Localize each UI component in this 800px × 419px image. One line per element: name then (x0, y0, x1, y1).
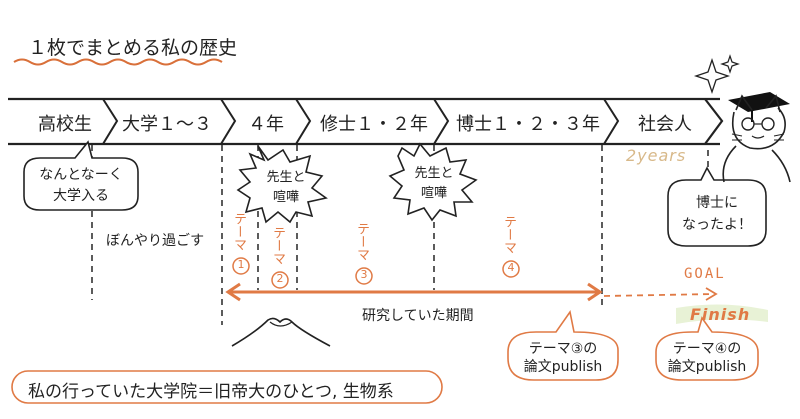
burst2-line1: 先生と (414, 166, 454, 181)
theme-1-label: テーマ (231, 212, 246, 251)
timeline-chevron-5 (603, 98, 620, 145)
research-period-label: 研究していた期間 (362, 308, 474, 324)
publish-bubble-4 (655, 316, 759, 381)
timeline-label-shuushi: 修士１・２年 (320, 114, 428, 135)
mountain-sketch (231, 317, 331, 347)
footer-box (11, 370, 443, 404)
burst-bubble-1 (236, 145, 328, 224)
bubble-nantonaku-line1: なんとなーく (39, 167, 123, 183)
timeline-arrow-head (704, 98, 724, 145)
burst-bubble-2 (388, 142, 478, 222)
speech-bubble-nantonaku (23, 140, 139, 211)
speech-bubble-hakase (667, 166, 767, 247)
theme-2-label: テーマ (270, 226, 285, 265)
finish-label: Finish (690, 305, 751, 324)
theme-1-circle (232, 257, 250, 275)
theme-2-circle (271, 271, 289, 289)
bubble-nantonaku-line2: 大学入る (53, 188, 109, 204)
theme-4-number: 4 (507, 261, 515, 274)
theme-4-label: テーマ (501, 215, 516, 254)
burst1-line2: 喧嘩 (272, 190, 299, 205)
publish4-line1: テーマ④の (672, 341, 742, 357)
goal-label: GOAL (684, 266, 726, 282)
publish3-line1: テーマ③の (528, 341, 598, 357)
timeline-chevron-2 (220, 98, 237, 145)
mountain-snowcap (269, 321, 293, 327)
timeline-label-4nen: ４年 (248, 114, 284, 135)
timeline-chevron-3 (295, 98, 312, 145)
publish4-line2: 論文publish (667, 359, 747, 375)
research-arrow-right-head (587, 282, 603, 302)
bubble-hakase-line2: なったよ！ (682, 217, 752, 233)
sparkle-small-icon (720, 54, 740, 74)
theme-3-circle (355, 267, 373, 285)
timeline-chevron-1 (102, 98, 119, 145)
publish3-line2: 論文publish (523, 359, 603, 375)
sparkle-icon (693, 57, 731, 95)
theme-2-number: 2 (276, 272, 284, 285)
timeline-label-koukousei: 高校生 (38, 114, 92, 135)
goal-arrow-head (705, 287, 718, 301)
theme-3-number: 3 (360, 268, 368, 281)
timeline-label-hakase: 博士１・２・３年 (456, 114, 600, 135)
finish-highlight (676, 304, 768, 324)
title-underline (13, 58, 223, 66)
two-years-note: 2years (626, 146, 687, 165)
timeline-label-daigaku: 大学１〜３ (122, 114, 212, 135)
timeline-chevron-4 (433, 98, 450, 145)
footer-text: 私の行っていた大学院＝旧帝大のひとつ, 生物系 (28, 382, 394, 402)
goal-dashed-arrow (603, 293, 715, 297)
burst1-line1: 先生と (266, 170, 306, 185)
bubble-hakase-line1: 博士に (696, 195, 738, 211)
burst2-line2: 喧嘩 (420, 186, 447, 201)
publish-bubble-3 (507, 310, 619, 381)
research-arrow-left-head (225, 282, 241, 302)
page-title: １枚でまとめる私の歴史 (28, 37, 238, 59)
theme-1-number: 1 (237, 258, 245, 271)
theme-3-label: テーマ (354, 222, 369, 261)
theme-4-circle (502, 260, 520, 278)
graduate-cat-icon (722, 92, 791, 183)
timeline-label-shakaijin: 社会人 (638, 114, 692, 135)
bonyari-text: ぼんやり過ごす (106, 233, 205, 249)
